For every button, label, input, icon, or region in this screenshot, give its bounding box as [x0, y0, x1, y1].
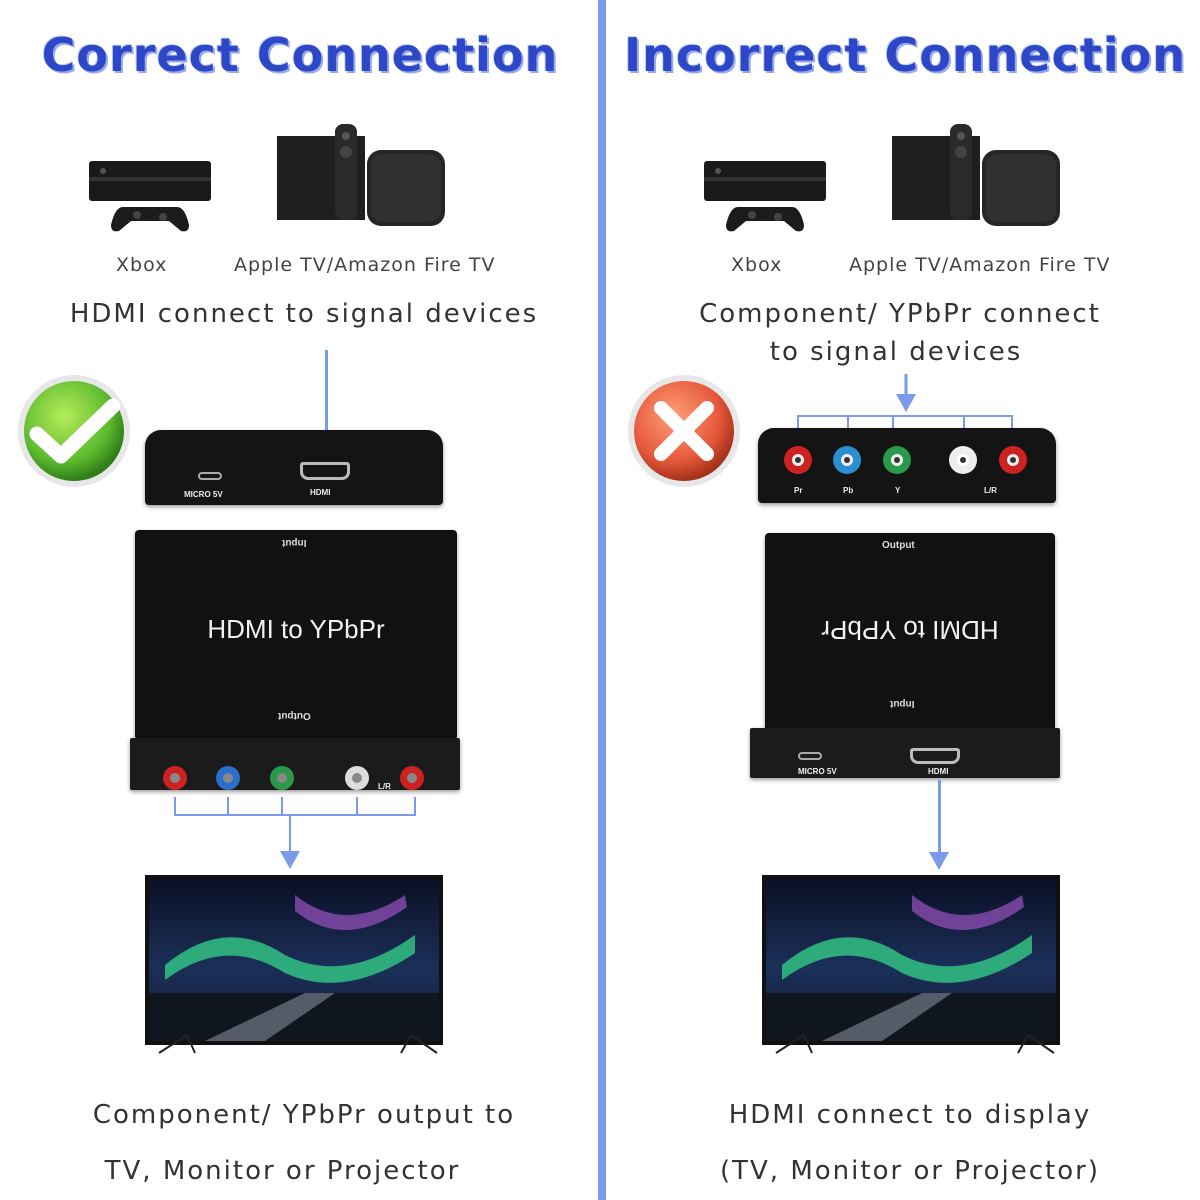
bottom-caption-line1: Component/ YPbPr output to [92, 1100, 516, 1130]
converter-box [135, 530, 457, 740]
micro-usb-port [198, 472, 222, 480]
check-icon [18, 375, 130, 487]
arrow-line [938, 780, 941, 852]
hdmi-port-label: HDMI [928, 767, 949, 776]
port-pb-label: Pb [843, 486, 854, 495]
hdmi-signal-caption: HDMI connect to signal devices [69, 299, 539, 329]
rca-ports [163, 766, 424, 790]
arrow-line [325, 350, 328, 430]
port-y-label: Y [895, 486, 901, 495]
micro-usb-port [798, 752, 822, 760]
box-product-label: HDMI to YPbPr [821, 615, 999, 645]
xbox-label: Xbox [116, 254, 168, 276]
converter-front-panel [750, 728, 1060, 778]
tv-display-icon [145, 875, 443, 1054]
bottom-caption-line1: HDMI connect to display [728, 1100, 1092, 1130]
arrow-down-icon [929, 852, 949, 870]
micro-port-label: MICRO 5V [184, 490, 223, 499]
bottom-caption-line2: TV, Monitor or Projector [104, 1156, 461, 1186]
panel-title: Incorrect Connection [623, 28, 1186, 82]
component-signal-caption-line1: Component/ YPbPr connect [699, 299, 1101, 329]
tv-display-icon [762, 875, 1060, 1054]
xbox-console-icon [704, 161, 826, 232]
streaming-label: Apple TV/Amazon Fire TV [849, 254, 1111, 276]
port-pr-label: Pr [794, 486, 803, 495]
converter-box [765, 533, 1055, 733]
box-product-label: HDMI to YPbPr [207, 614, 385, 644]
lr-label: L/R [378, 782, 391, 791]
converter-back-panel [145, 430, 443, 505]
cross-icon [628, 375, 740, 487]
input-bracket-arrow [797, 374, 1013, 430]
micro-port-label: MICRO 5V [798, 767, 837, 776]
box-input-label: Input [890, 698, 915, 709]
box-output-label: Output [278, 710, 311, 721]
box-output-label: Output [882, 540, 915, 551]
hdmi-port [910, 748, 960, 764]
port-lr-label: L/R [984, 486, 997, 495]
xbox-console-icon [89, 161, 211, 232]
bottom-caption-line2: (TV, Monitor or Projector) [720, 1156, 1100, 1186]
box-input-label: Input [282, 537, 307, 548]
center-divider [598, 0, 606, 1200]
incorrect-connection-panel: Incorrect Connection Xbox Apple TV/Amazo… [600, 0, 1200, 1200]
correct-connection-panel: Correct Connection Xbox Apple TV/Amazon … [18, 28, 559, 1186]
streaming-devices-icon [892, 124, 1060, 226]
component-signal-caption-line2: to signal devices [769, 337, 1023, 367]
xbox-label: Xbox [731, 254, 783, 276]
hdmi-port-label: HDMI [310, 488, 331, 497]
rca-input-ports [784, 446, 1027, 474]
panel-title: Correct Connection [41, 28, 559, 82]
streaming-label: Apple TV/Amazon Fire TV [234, 254, 496, 276]
streaming-devices-icon [277, 124, 445, 226]
hdmi-port [300, 462, 350, 480]
output-bracket-arrow [174, 797, 416, 869]
